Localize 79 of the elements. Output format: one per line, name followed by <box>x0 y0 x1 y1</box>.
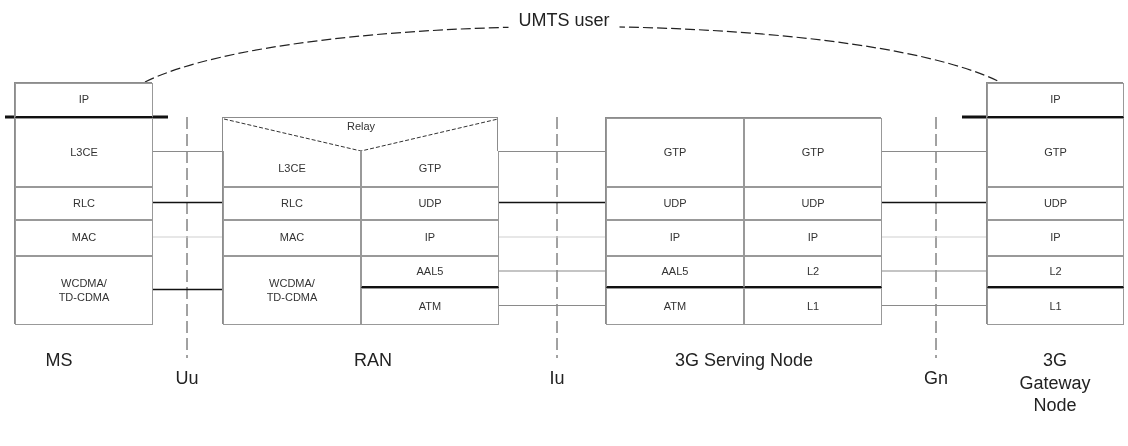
interface-label: Gn <box>924 368 948 389</box>
layer-name: L1 <box>1049 299 1062 314</box>
protocol-layer <box>744 256 882 288</box>
layer-name: UDP <box>418 196 442 211</box>
protocol-layer <box>223 220 361 256</box>
layer-name: IP <box>669 231 681 245</box>
protocol-layer <box>223 151 361 187</box>
peer-connection-line <box>497 201 606 204</box>
layer-name: L3CE <box>70 145 98 160</box>
layer-name: GTP <box>663 145 687 160</box>
layer-name: IP <box>78 93 90 107</box>
layer-name: L2 <box>806 264 820 279</box>
relay-label: Relay <box>346 120 376 132</box>
protocol-layer <box>987 288 1124 325</box>
layer-name: IP <box>807 231 819 245</box>
stack-label: 3G Serving Node <box>674 349 814 372</box>
protocol-layer <box>361 288 499 325</box>
peer-connection-line <box>151 288 223 291</box>
protocol-layer <box>15 118 153 187</box>
layer-name: L2 <box>1049 264 1062 279</box>
peer-connection-line <box>151 150 223 153</box>
protocol-layer <box>987 187 1124 220</box>
protocol-layer <box>744 220 882 256</box>
protocol-layer <box>223 256 361 325</box>
stack-label: RAN <box>354 349 392 372</box>
peer-connection-line <box>497 304 606 307</box>
peer-connection-line <box>880 150 987 153</box>
layer-name: IP <box>424 231 436 245</box>
protocol-layer <box>15 187 153 220</box>
interface-label: Uu <box>175 368 199 389</box>
layer-name: MAC <box>279 231 305 245</box>
protocol-layer <box>987 220 1124 256</box>
protocol-layer <box>606 118 744 187</box>
peer-connection-line <box>497 150 606 153</box>
edge-label: UMTS user <box>508 10 620 31</box>
interface-label: Iu <box>549 368 565 389</box>
protocol-layer <box>15 83 153 118</box>
layer-name: UDP <box>801 196 825 211</box>
layer-name: L1 <box>806 299 820 314</box>
layer-name: L3CE <box>278 161 306 176</box>
protocol-layer <box>15 256 153 325</box>
layer-name: IP <box>1050 231 1061 245</box>
protocol-layer <box>606 256 744 288</box>
peer-connection-line <box>880 201 987 204</box>
protocol-layer <box>987 256 1124 288</box>
protocol-layer <box>361 256 499 288</box>
layer-name: UDP <box>663 196 687 211</box>
protocol-layer <box>15 220 153 256</box>
layer-name: GTP <box>1044 145 1067 160</box>
layer-name: GTP <box>418 161 442 176</box>
protocol-layer <box>361 220 499 256</box>
layer-name: AAL5 <box>661 264 689 279</box>
layer-name: WCDMA/ TD-CDMA <box>57 277 111 304</box>
protocol-layer <box>606 220 744 256</box>
layer-name: ATM <box>418 299 442 314</box>
layer-name: WCDMA/ TD-CDMA <box>265 277 319 304</box>
protocol-layer <box>606 288 744 325</box>
peer-connection-line <box>151 201 223 204</box>
peer-connection-line <box>880 304 987 307</box>
layer-name: IP <box>1050 93 1061 107</box>
stack-label: MS <box>44 349 74 372</box>
protocol-layer <box>744 288 882 325</box>
layer-name: RLC <box>73 196 95 211</box>
layer-name: AAL5 <box>416 264 444 279</box>
protocol-layer <box>606 187 744 220</box>
relay-band <box>223 118 499 152</box>
layer-name: MAC <box>71 231 97 245</box>
protocol-layer <box>361 151 499 187</box>
protocol-layer <box>987 118 1124 187</box>
layer-name: GTP <box>801 145 825 160</box>
stack-label: 3G Gateway Node <box>1018 349 1092 417</box>
protocol-layer <box>223 187 361 220</box>
protocol-layer <box>744 187 882 220</box>
protocol-layer <box>987 83 1124 118</box>
protocol-layer <box>744 118 882 187</box>
layer-name: UDP <box>1043 196 1068 211</box>
layer-name: RLC <box>281 196 303 211</box>
protocol-layer <box>361 187 499 220</box>
layer-name: ATM <box>663 299 687 314</box>
